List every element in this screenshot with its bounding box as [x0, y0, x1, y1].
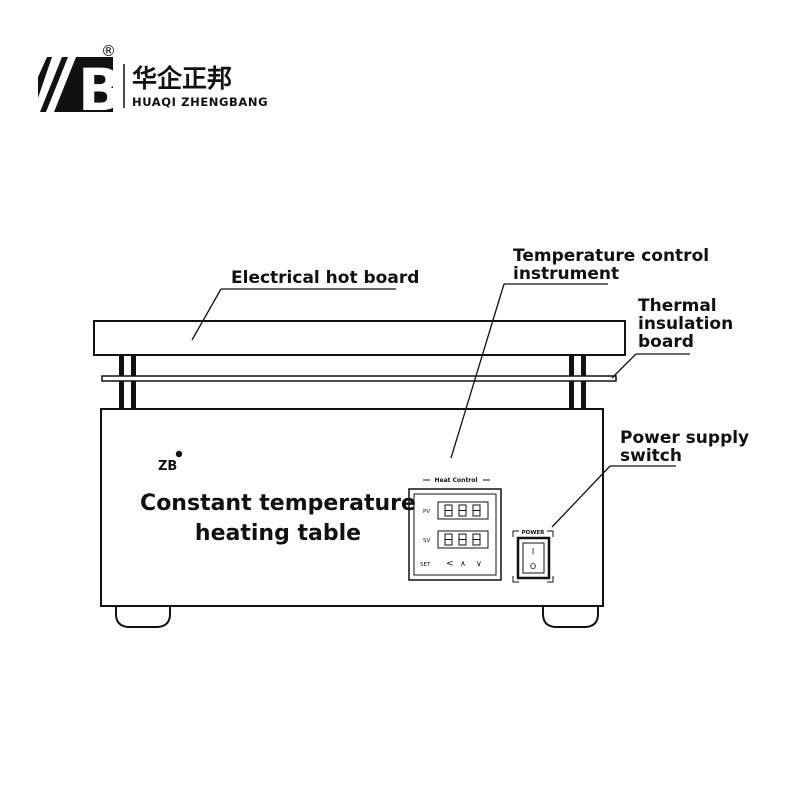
label-temperature-control-line2: instrument — [513, 264, 619, 284]
brand-name-en: HUAQI ZHENGBANG — [132, 95, 268, 109]
label-electrical-hot-board: Electrical hot board — [231, 268, 419, 288]
leader-power — [551, 465, 611, 528]
body-logo-text: ZB — [158, 459, 177, 474]
power-on-symbol: I — [532, 547, 534, 556]
leader-thermal — [611, 353, 637, 379]
leader-hot-board — [191, 288, 222, 341]
sv-display — [437, 530, 489, 549]
controller-header: Heat Control — [435, 477, 478, 484]
left-key[interactable]: < — [446, 559, 454, 569]
up-key[interactable]: ∧ — [460, 559, 466, 568]
sv-digits-icon — [444, 533, 481, 546]
foot-right — [542, 606, 599, 628]
registered-mark: ® — [101, 42, 116, 60]
body-logo-dot-icon — [175, 450, 183, 458]
brand-mark-letter: B — [78, 56, 122, 124]
body-logo: ZB — [158, 450, 183, 474]
down-key[interactable]: ∨ — [476, 559, 482, 568]
power-rocker — [522, 542, 545, 574]
label-power-line2: switch — [620, 446, 682, 466]
foot-left — [115, 606, 171, 628]
device-title-line2: heating table — [195, 521, 361, 546]
label-thermal-line2: insulation — [638, 314, 733, 334]
set-key[interactable]: SET — [420, 562, 431, 568]
controller-outer-frame — [408, 488, 502, 581]
pv-display — [437, 501, 489, 520]
power-switch-panel: POWER I O — [512, 530, 554, 583]
main-body — [100, 408, 604, 607]
temperature-controller: Heat Control PV SV SET < ∧ ∨ — [408, 477, 502, 581]
brand-name-cn: 华企正邦 — [132, 64, 232, 93]
label-temperature-control-line1: Temperature control — [513, 246, 709, 266]
brand-mark-icon: B — [38, 56, 122, 124]
label-thermal-line1: Thermal — [638, 296, 717, 316]
power-switch[interactable] — [516, 536, 551, 580]
leader-lines — [191, 283, 690, 528]
power-label: POWER — [522, 530, 546, 536]
electrical-hot-board — [93, 320, 626, 356]
support-posts — [119, 355, 586, 410]
sv-label: SV — [423, 538, 430, 544]
label-power-line1: Power supply — [620, 428, 749, 448]
pv-label: PV — [423, 509, 430, 515]
power-off-symbol: O — [530, 562, 536, 571]
brand-logo: B ® 华企正邦 HUAQI ZHENGBANG — [38, 42, 268, 124]
pv-digits-icon — [444, 504, 481, 517]
thermal-insulation-board — [101, 375, 617, 382]
leader-temp-control — [450, 283, 505, 459]
controller-inner-frame — [413, 493, 497, 576]
device-title-line1: Constant temperature — [140, 491, 416, 516]
label-thermal-line3: board — [638, 332, 694, 352]
